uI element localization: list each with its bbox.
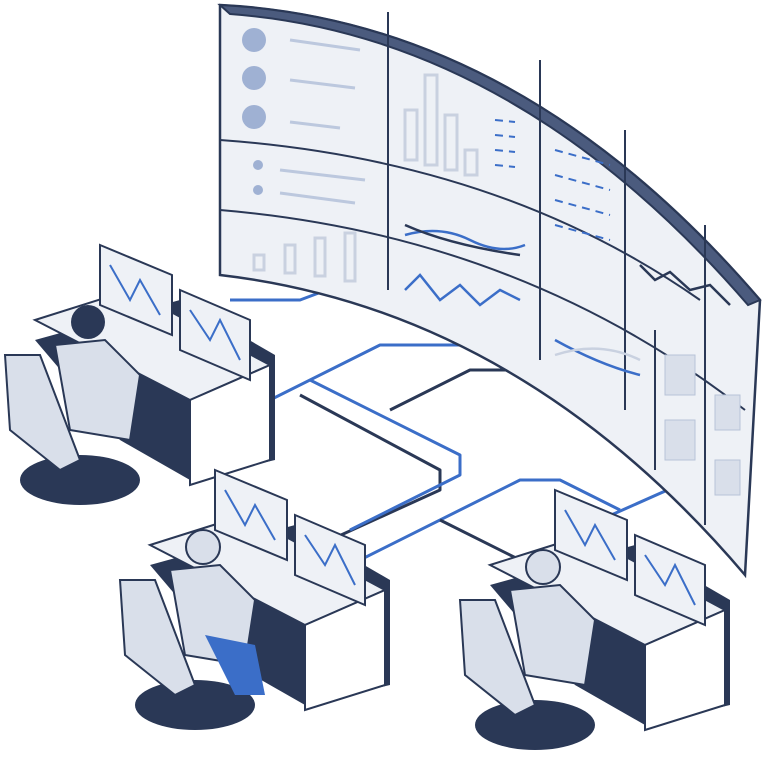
floor-shadow: [135, 680, 255, 730]
operator-head: [71, 305, 105, 339]
bar-chart: [252, 73, 479, 283]
workstations: [3, 243, 730, 750]
workstation-1: [3, 243, 275, 505]
network-cables: [230, 283, 691, 562]
workstation-2: [118, 468, 390, 730]
operator-head: [185, 529, 221, 565]
floor-shadow: [475, 700, 595, 750]
video-wall: [217, 3, 762, 579]
floor-shadow: [20, 455, 140, 505]
pie-icons: [242, 28, 266, 195]
operator-head: [525, 549, 561, 585]
workstation-3: [458, 488, 730, 750]
